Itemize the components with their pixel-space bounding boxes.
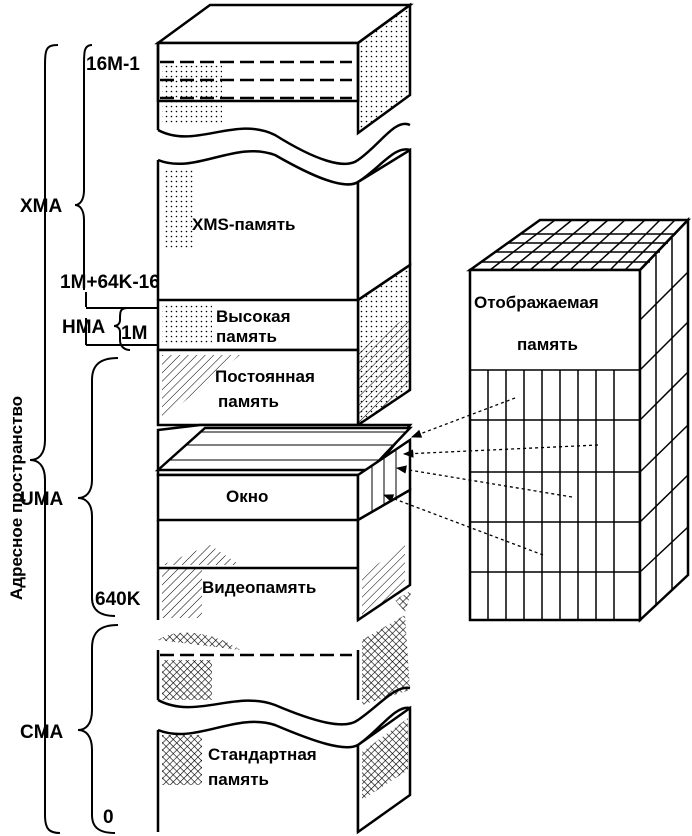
hma-block [156, 298, 360, 352]
top-block [154, 2, 414, 136]
mapping-arrows [383, 397, 599, 556]
cma-upper [156, 615, 411, 749]
mapped-memory-cube [466, 216, 691, 623]
address-top: 16M-1 [86, 54, 140, 75]
address-space-label: Адресное пространство [7, 396, 26, 600]
conventional-label-2: память [208, 770, 269, 789]
xma-brace [74, 44, 93, 290]
rom-block [156, 315, 410, 427]
conventional-block [156, 705, 412, 835]
address-640k: 640K [95, 589, 141, 610]
high-memory-label-1: Высокая [216, 307, 291, 326]
address-space-brace [29, 44, 61, 834]
rom-label-2: память [218, 392, 279, 411]
conventional-label-1: Стандартная [208, 745, 317, 764]
mapped-memory-label-2: память [517, 335, 578, 354]
mapped-memory-label-1: Отображаемая [474, 293, 599, 312]
high-memory-label-2: память [216, 327, 277, 346]
video-memory-label: Видеопамять [202, 578, 316, 597]
window-label: Окно [226, 487, 268, 506]
window-block [154, 423, 413, 523]
address-hma-start: 1M+64K-16 [60, 272, 160, 293]
address-zero: 0 [103, 807, 114, 828]
top-wave [157, 122, 411, 165]
hma-brace [85, 292, 158, 351]
uma-brace [77, 357, 119, 617]
cma-brace [77, 624, 119, 834]
uma-label: UMA [20, 489, 64, 510]
xms-memory-label: XMS-память [192, 215, 296, 234]
address-1m: 1M [121, 323, 147, 344]
hma-label: HMA [62, 317, 106, 338]
video-block [156, 487, 412, 623]
cma-label: CMA [20, 722, 64, 743]
xma-label: XMA [20, 196, 63, 217]
rom-label-1: Постоянная [215, 367, 315, 386]
